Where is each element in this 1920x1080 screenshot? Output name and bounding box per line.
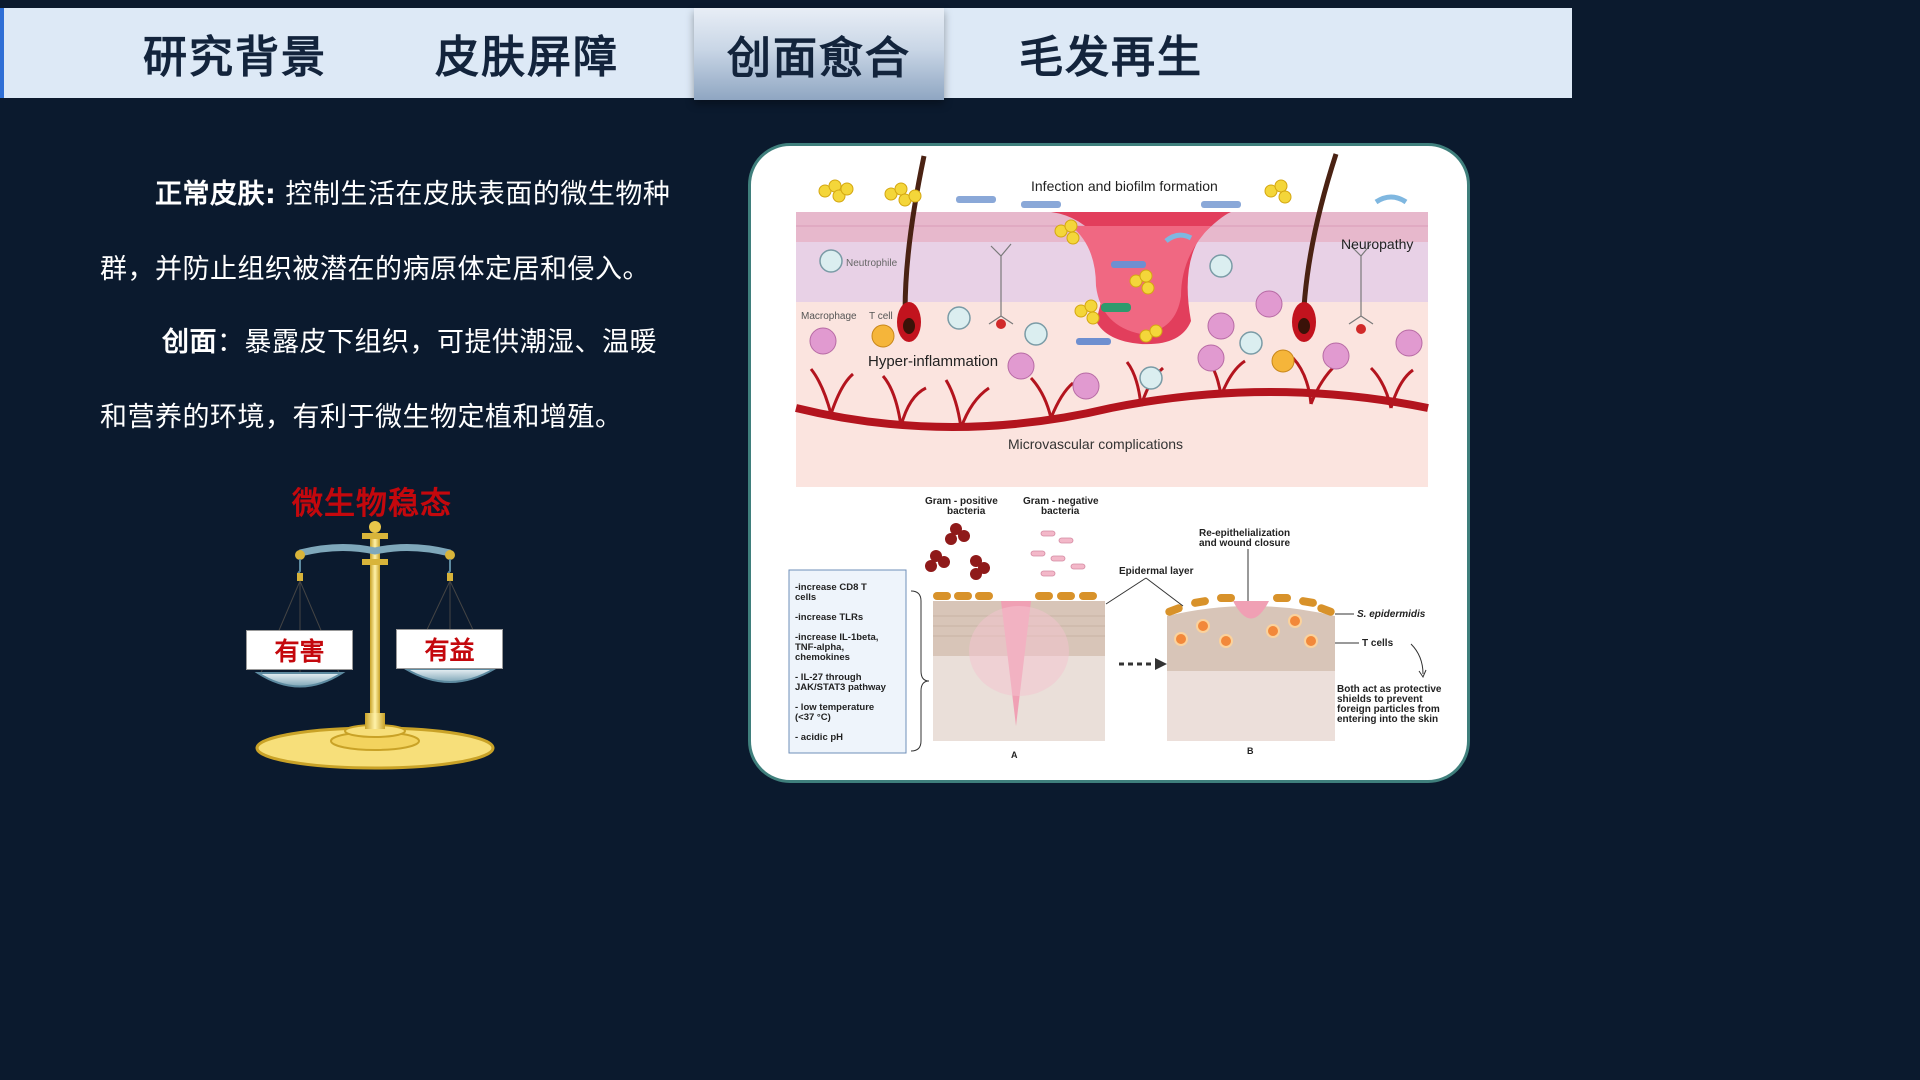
tab-hair-regeneration[interactable]: 毛发再生: [1019, 32, 1203, 83]
box-item-1: -increase CD8 T: [795, 582, 867, 593]
balance-scale-image: [254, 521, 498, 770]
label-protective-4: entering into the skin: [1337, 714, 1438, 725]
label-neuropathy: Neuropathy: [1341, 236, 1413, 252]
box-item-7: - IL-27 through: [795, 672, 862, 683]
label-panel-b: B: [1247, 746, 1254, 756]
label-gram-positive: Gram - positive: [925, 496, 998, 507]
label-tcell: T cell: [869, 311, 893, 322]
label-reepithelialization: Re-epithelialization: [1199, 528, 1290, 539]
normal-skin-heading: 正常皮肤:: [155, 179, 277, 210]
microbiome-protection-diagram: Gram - positive bacteria Gram - negative…: [788, 496, 1442, 760]
paragraph-normal-skin-line1: 正常皮肤: 控制生活在皮肤表面的微生物种: [155, 172, 670, 211]
label-wound-closure: and wound closure: [1199, 538, 1291, 549]
box-item-3: -increase TLRs: [795, 612, 863, 623]
wound-text: ：暴露皮下组织，可提供潮湿、温暖: [217, 327, 657, 358]
box-item-9: - low temperature: [795, 702, 874, 713]
label-gram-negative-2: bacteria: [1041, 506, 1080, 517]
box-item-8: JAK/STAT3 pathway: [795, 682, 887, 693]
label-neutrophile: Neutrophile: [846, 258, 898, 269]
label-microvascular: Microvascular complications: [1008, 436, 1183, 452]
paragraph-wound-line1: 创面：暴露皮下组织，可提供潮湿、温暖: [162, 320, 657, 359]
label-infection: Infection and biofilm formation: [1031, 178, 1218, 194]
box-item-2: cells: [795, 592, 816, 603]
skin-wound-diagram: Infection and biofilm formation Neuropat…: [788, 153, 1442, 760]
microbial-homeostasis-title: 微生物稳态: [292, 486, 452, 522]
label-panel-a: A: [1011, 750, 1018, 760]
label-protective-3: foreign particles from: [1337, 704, 1440, 715]
label-protective-1: Both act as protective: [1337, 684, 1442, 695]
tab-research-background[interactable]: 研究背景: [143, 32, 327, 83]
harmful-label: 有害: [246, 630, 353, 670]
label-t-cells: T cells: [1362, 638, 1394, 649]
label-macrophage: Macrophage: [801, 311, 857, 322]
chronic-wound-illustration: Infection and biofilm formation Neuropat…: [795, 153, 1429, 487]
tab-skin-barrier[interactable]: 皮肤屏障: [435, 32, 619, 83]
label-protective-2: shields to prevent: [1337, 694, 1423, 705]
label-s-epidermidis: S. epidermidis: [1357, 609, 1426, 620]
wound-heading: 创面: [162, 327, 217, 358]
tab-wound-healing[interactable]: 创面愈合: [694, 8, 944, 100]
box-item-5: TNF-alpha,: [795, 642, 844, 653]
normal-skin-text: 控制生活在皮肤表面的微生物种: [276, 179, 671, 210]
beneficial-label: 有益: [396, 629, 503, 669]
box-item-10: (<37 °C): [795, 712, 831, 723]
label-gram-negative: Gram - negative: [1023, 496, 1099, 507]
label-hyper-inflammation: Hyper-inflammation: [868, 353, 998, 370]
paragraph-wound-line2: 和营养的环境，有利于微生物定植和增殖。: [100, 402, 623, 433]
wound-microbiome-figure-panel: Infection and biofilm formation Neuropat…: [748, 143, 1470, 783]
box-item-4: -increase IL-1beta,: [795, 632, 878, 643]
paragraph-normal-skin-line2: 群，并防止组织被潜在的病原体定居和侵入。: [100, 254, 650, 285]
box-item-6: chemokines: [795, 652, 850, 663]
top-navigation: 研究背景 皮肤屏障 创面愈合 毛发再生: [0, 8, 1572, 100]
label-gram-positive-2: bacteria: [947, 506, 986, 517]
label-epidermal-layer: Epidermal layer: [1119, 566, 1194, 577]
box-item-11: - acidic pH: [795, 732, 843, 743]
